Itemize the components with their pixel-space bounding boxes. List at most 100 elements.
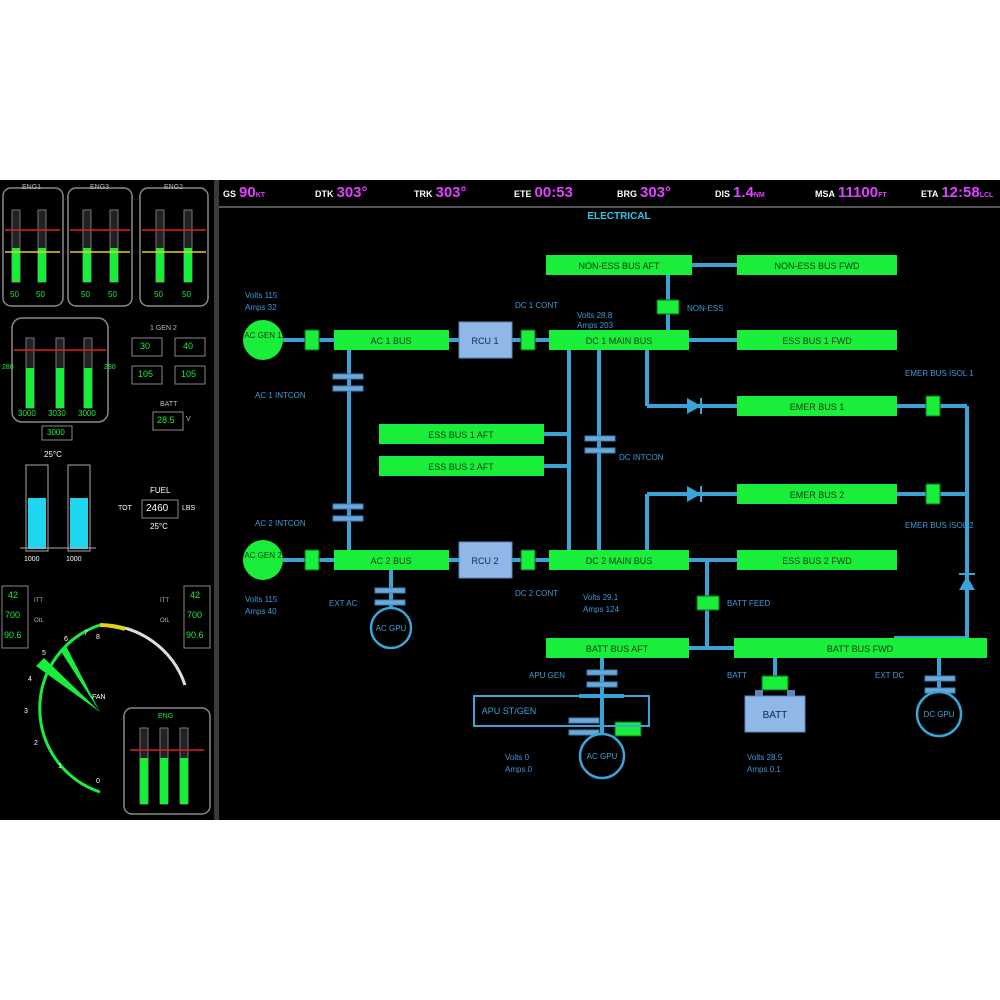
bus-label: ESS BUS 2 FWD [782,556,852,566]
right-box-value: 700 [187,610,203,620]
bus-emer2[interactable] [737,484,897,504]
gen-volts-right-box [174,337,206,357]
engine-gauge-group-3 [139,187,209,307]
nav-field-label: BRG [617,189,637,199]
panel-divider [214,180,219,820]
dc1-amps-label: Amps 203 [577,321,614,330]
box-label-oil: OIL [160,618,170,624]
battery-terminal [755,690,763,696]
mini-engine-panel [123,707,211,815]
dial-label: FAN [92,694,106,701]
rcu2-box[interactable] [458,541,513,579]
left-box-value: 42 [8,590,19,600]
dc2-cont-label: DC 2 CONT [515,589,558,598]
bus-batt-aft[interactable] [546,638,689,658]
ac-gpu-2[interactable] [578,732,626,780]
bus-dc2-main[interactable] [549,550,689,570]
dc2-amps-label: Amps 124 [583,605,620,614]
bus-ac1[interactable] [334,330,449,350]
box-label-itt: ITT [160,598,169,604]
dial-tick: 8 [96,634,100,641]
torque-side-value-left: 280 [2,364,14,371]
bus-non-ess-fwd[interactable] [737,255,897,275]
box-label-oil: OIL [34,618,44,624]
nav-field-unit: LCL [979,192,994,199]
batt-label: BATT [727,671,747,680]
battery-label: BATT [763,710,788,721]
nav-field-label: GS [223,189,237,199]
dial-tick: 6 [64,636,68,643]
open-contactors [332,373,956,736]
dc-gpu[interactable] [915,690,963,738]
page-title: ELECTRICAL [587,211,650,222]
nav-field-value: 90 [239,184,256,201]
dial-tick: 1 [58,763,62,770]
gen-amps-right-box [174,365,206,385]
apu-gen-label: APU GEN [529,671,565,680]
emer-isol2-label: EMER BUS ISOL 2 [905,521,974,530]
fuel-right-label: LBS [182,505,196,512]
tank-value-left: 1000 [24,556,40,563]
bus-dc1-main[interactable] [549,330,689,350]
nav-field-label: DIS [715,189,731,199]
ac-gpu[interactable] [369,606,413,650]
gauge-value: 50 [108,290,117,299]
eng-label-3: ENG2 [164,184,184,191]
right-engine-value-box [183,585,211,649]
fuel-tanks [20,464,96,552]
apu-stgen-box[interactable] [473,695,650,727]
fuel-total-box [141,499,179,519]
nav-field-label: DTK [315,189,334,199]
bus-ac2[interactable] [334,550,449,570]
bus-emer1[interactable] [737,396,897,416]
dial-tick: 5 [42,650,46,657]
ac-gen1-label: AC GEN 1 [244,331,282,340]
bus-label: ESS BUS 2 AFT [428,462,494,472]
gen2-volts-label: Volts 115 [245,595,278,604]
bus-ess1-fwd[interactable] [737,330,897,350]
page-title-bg [574,208,664,222]
battery-box[interactable] [744,695,806,733]
bus-ess2-fwd[interactable] [737,550,897,570]
engine-gauge-group-1 [2,187,64,307]
ac-gen2[interactable] [243,540,283,580]
dial-tick: 7 [84,630,88,637]
bus-batt-fwd[interactable] [734,638,987,658]
bus-label: ESS BUS 1 AFT [428,430,494,440]
bus-non-ess-aft[interactable] [546,255,692,275]
engine-gauge-group-2 [67,187,133,307]
ac-gen2-label: AC GEN 2 [244,551,282,560]
left-box-value: 90.6 [4,630,22,640]
diodes [687,398,975,590]
fuel-temp: 25°C [150,522,168,531]
torque-gauge-group [11,317,109,423]
nav-field-value: 11100 [838,184,879,201]
apu-volts-label: Volts 0 [505,753,530,762]
electrical-schematic: ELECTRICAL [243,208,987,780]
batt-voltage: 28.5 [157,415,175,425]
tank-temp: 25°C [44,450,62,459]
ac-gen1[interactable] [243,320,283,360]
ext-ac-label: EXT AC [329,599,358,608]
fuel-left-label: TOT [118,505,132,512]
bus-label: NON-ESS BUS FWD [774,261,860,271]
bus-ess1-aft[interactable] [379,424,544,444]
nav-field-value: 12:58 [941,184,980,201]
bus-label: NON-ESS BUS AFT [578,261,660,271]
gen-volts-title: 1 GEN 2 [150,325,177,332]
torque-value: 3000 [18,409,36,418]
batt-feed-label: BATT FEED [727,599,770,608]
fuel-total: 2460 [146,503,169,514]
dc-intcon-label: DC INTCON [619,453,664,462]
eng-label-2: ENG3 [90,184,110,191]
rcu1-box[interactable] [458,321,513,359]
bus-label: DC 1 MAIN BUS [586,336,653,346]
bus-label: ESS BUS 1 FWD [782,336,852,346]
bus-ess2-aft[interactable] [379,456,544,476]
tank-value-right: 1000 [66,556,82,563]
apu-amps-label: Amps 0 [505,765,533,774]
